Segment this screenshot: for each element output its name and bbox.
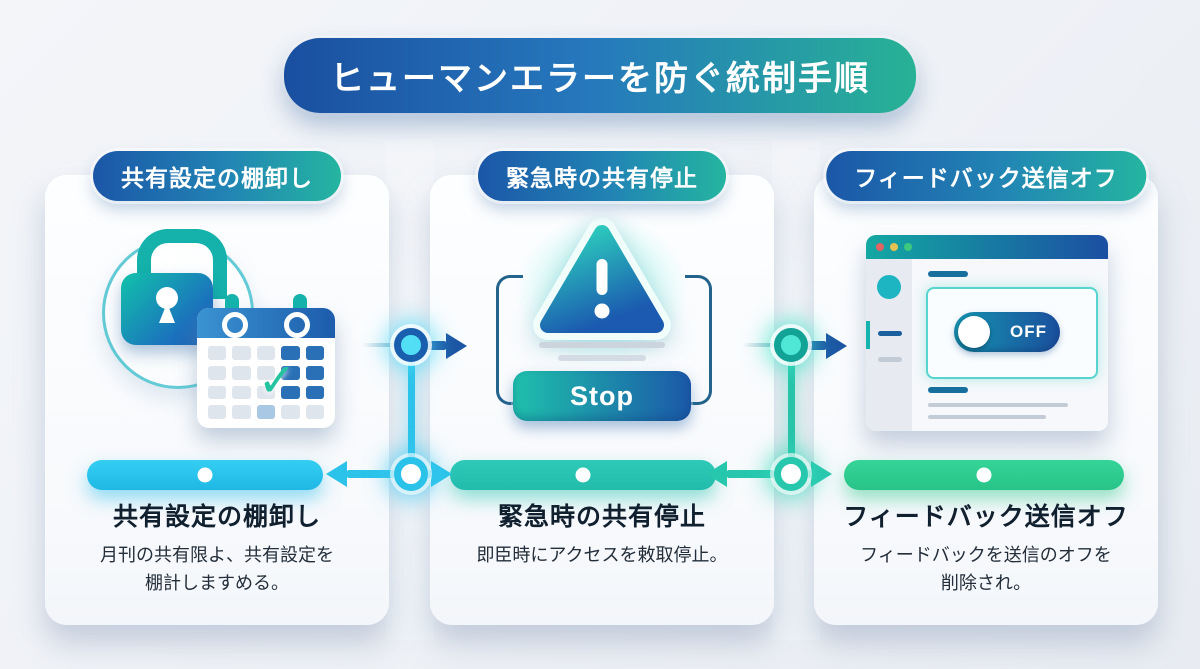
page-title-label: ヒューマンエラーを防ぐ統制手順	[330, 60, 870, 98]
step-card-emergency-stop: 緊急時の共有停止 Stop	[430, 151, 774, 625]
keyhole-stem	[159, 303, 175, 323]
step-badge-1-label: 共有設定の棚卸し	[121, 165, 313, 191]
browser-titlebar	[866, 235, 1108, 259]
bracket-right	[685, 275, 712, 405]
step-card-sharing-inventory: 共有設定の棚卸し	[45, 151, 389, 625]
connector-approach-line-2	[742, 343, 776, 347]
connector-node-top-2	[774, 328, 808, 362]
flow-arrow-right-2	[794, 341, 826, 350]
sidebar-accent	[866, 321, 870, 349]
lock-body	[121, 273, 213, 345]
browser-window-icon: OFF	[866, 235, 1108, 431]
placeholder-line	[558, 355, 646, 361]
connector-node-bottom-1	[394, 457, 428, 491]
calendar-icon: ✓	[197, 294, 335, 428]
content-line	[928, 271, 968, 277]
connector-vline-2	[788, 345, 795, 475]
browser-content: OFF	[912, 259, 1108, 431]
step-heading-3: フィードバック送信オフ	[843, 503, 1129, 531]
gap-band-2	[772, 140, 820, 640]
step-card-feedback-off: フィードバック送信オフ OFF	[814, 151, 1158, 625]
connector-node-top-1	[394, 328, 428, 362]
exclamation-bar	[596, 259, 608, 295]
browser-sidebar	[866, 259, 912, 431]
progress-dot	[575, 467, 591, 483]
window-dot-red	[876, 243, 884, 251]
content-line	[928, 387, 968, 393]
step-heading-2: 緊急時の共有停止	[497, 503, 706, 531]
toggle-off-icon[interactable]: OFF	[954, 312, 1060, 352]
step-heading-1: 共有設定の棚卸し	[112, 503, 321, 531]
sidebar-line	[878, 357, 902, 362]
step-text-2: 緊急時の共有停止 即臣時にアクセスを敕取停止。	[430, 497, 774, 570]
connector-node-bottom-2	[774, 457, 808, 491]
step-text-3: フィードバック送信オフ フィードバックを送信のオフを 削除され。	[814, 497, 1158, 598]
connector-approach-line-1	[362, 343, 396, 347]
progress-bar-3	[844, 460, 1124, 490]
step-badge-3-label: フィードバック送信オフ	[854, 165, 1118, 191]
flow-arrow-right-bottom-1	[428, 470, 431, 478]
calendar-ring	[222, 312, 248, 338]
progress-bar-1	[87, 460, 323, 490]
toggle-label: OFF	[1010, 322, 1047, 341]
settings-panel: OFF	[926, 287, 1098, 379]
step-description-1: 月刊の共有限よ、共有設定を 棚計しますめる。	[100, 545, 334, 593]
exclamation-dot	[594, 303, 610, 319]
step-description-3: フィードバックを送信のオフを 削除され。	[860, 545, 1112, 593]
calendar-header	[197, 308, 335, 338]
step-description-2: 即臣時にアクセスを敕取停止。	[476, 545, 728, 565]
window-dot-yellow	[890, 243, 898, 251]
calendar-grid	[208, 346, 324, 419]
flow-arrow-right-bottom-2	[808, 470, 811, 478]
flow-arrow-left-bottom-2	[727, 470, 774, 478]
content-line	[928, 415, 1046, 419]
calendar-ring	[284, 312, 310, 338]
step-badge-2-label: 緊急時の共有停止	[506, 165, 698, 191]
step-badge-2: 緊急時の共有停止	[478, 151, 726, 201]
sidebar-line	[878, 331, 902, 336]
warning-triangle-icon	[533, 218, 671, 340]
page-title: ヒューマンエラーを防ぐ統制手順	[284, 38, 916, 113]
window-dot-green	[904, 243, 912, 251]
flow-arrow-right-1	[414, 341, 446, 350]
step-text-1: 共有設定の棚卸し 月刊の共有限よ、共有設定を 棚計しますめる。	[45, 497, 389, 598]
placeholder-line	[539, 342, 665, 348]
avatar	[877, 275, 901, 299]
connector-vline-1	[408, 345, 415, 475]
check-icon: ✓	[257, 354, 297, 406]
flow-arrow-left-bottom-1	[347, 470, 394, 478]
stop-button[interactable]: Stop	[513, 371, 691, 421]
step-badge-3: フィードバック送信オフ	[826, 151, 1146, 201]
progress-dot	[197, 467, 213, 483]
progress-dot	[976, 467, 992, 483]
step-badge-1: 共有設定の棚卸し	[93, 151, 341, 201]
toggle-knob	[958, 316, 990, 348]
progress-bar-2	[450, 460, 716, 490]
content-line	[928, 403, 1068, 407]
